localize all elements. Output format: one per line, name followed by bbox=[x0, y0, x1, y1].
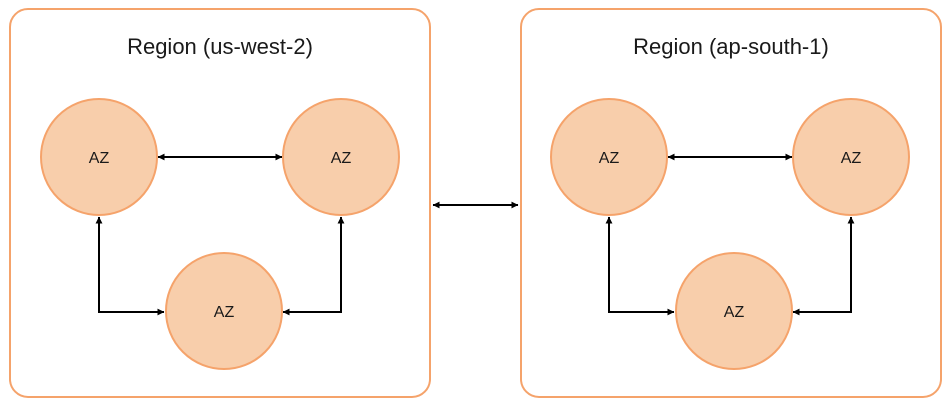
az-connector-left bbox=[95, 216, 165, 316]
region-ap-south-1: Region (ap-south-1) AZ AZ AZ bbox=[520, 8, 942, 398]
az-label: AZ bbox=[214, 304, 235, 321]
availability-zone: AZ bbox=[40, 98, 158, 216]
az-connector-right bbox=[792, 216, 855, 316]
az-label: AZ bbox=[331, 150, 352, 167]
availability-zone: AZ bbox=[282, 98, 400, 216]
availability-zone: AZ bbox=[550, 98, 668, 216]
az-label: AZ bbox=[599, 150, 620, 167]
az-label: AZ bbox=[724, 304, 745, 321]
availability-zone: AZ bbox=[792, 98, 910, 216]
az-connector-left bbox=[605, 216, 675, 316]
availability-zone: AZ bbox=[165, 252, 283, 370]
availability-zone: AZ bbox=[675, 252, 793, 370]
region-title: Region (us-west-2) bbox=[127, 34, 313, 59]
region-us-west-2: Region (us-west-2) AZ AZ AZ bbox=[9, 8, 431, 398]
region-title: Region (ap-south-1) bbox=[633, 34, 829, 59]
az-label: AZ bbox=[841, 150, 862, 167]
az-label: AZ bbox=[89, 150, 110, 167]
az-connector-right bbox=[282, 216, 345, 316]
